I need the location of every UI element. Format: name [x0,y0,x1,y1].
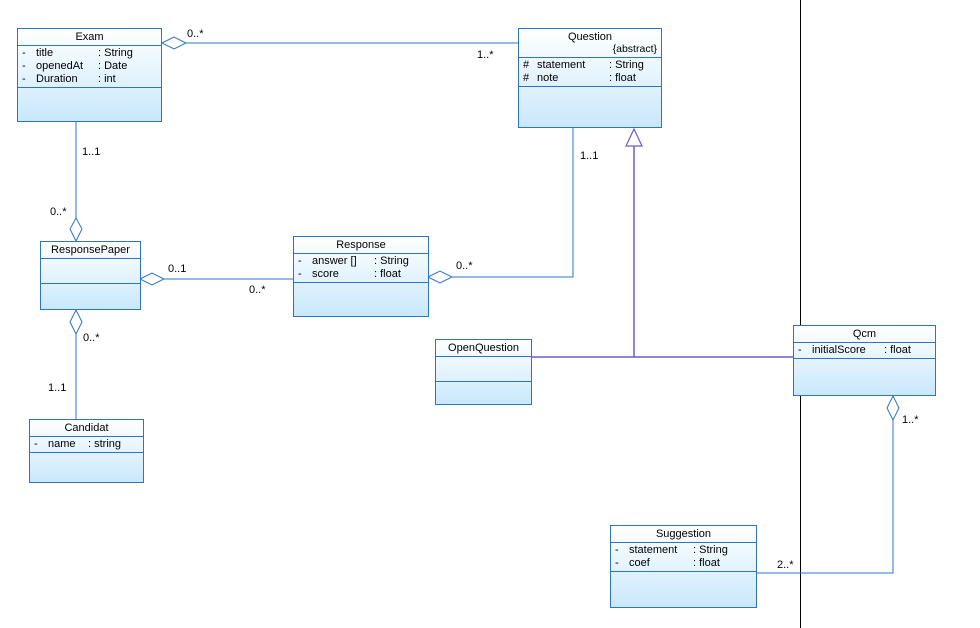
generalization-arrowhead [625,127,643,147]
mult-exam-paper-exam: 1..1 [82,146,101,158]
class-exam-name: Exam [18,29,161,46]
mult-exam-question-exam: 0..* [187,28,204,40]
class-response-attributes: -answer []: String -score: float [294,254,428,283]
class-suggestion[interactable]: Suggestion -statement: String -coef: flo… [610,525,757,608]
class-exam-attributes: -title: String -openedAt: Date -Duration… [18,46,161,88]
class-qcm-name: Qcm [794,326,935,343]
mult-paper-candidat-paper: 0..* [83,332,100,344]
class-candidat-attributes: -name: string [30,437,143,453]
class-responsepaper[interactable]: ResponsePaper [40,241,141,310]
mult-exam-paper-paper: 0..* [50,206,67,218]
class-question-stereotype: {abstract} [612,43,657,55]
aggregation-diamond-paper-top [69,216,83,243]
mult-question-response-response: 0..* [456,260,473,272]
aggregation-diamond-qcm [886,394,900,422]
mult-exam-question-question: 1..* [477,49,494,61]
mult-paper-response-paper: 0..1 [168,263,187,275]
assoc-qcm-suggestion [757,420,894,574]
class-openquestion-name: OpenQuestion [436,340,531,357]
mult-paper-response-response: 0..* [249,284,266,296]
class-suggestion-name: Suggestion [611,526,756,543]
class-question-attributes: #statement: String #note: float [519,58,661,87]
class-responsepaper-name: ResponsePaper [41,242,140,259]
class-exam[interactable]: Exam -title: String -openedAt: Date -Dur… [17,28,162,122]
mult-qcm-suggestion-qcm: 1..* [902,414,919,426]
mult-question-response-question: 1..1 [580,150,599,162]
mult-paper-candidat-candidat: 1..1 [48,382,67,394]
aggregation-diamond-exam [160,36,188,50]
aggregation-diamond-response [426,270,454,284]
class-qcm-attributes: -initialScore: float [794,343,935,359]
mult-qcm-suggestion-suggestion: 2..* [777,559,794,571]
separator-line [800,0,801,628]
class-question[interactable]: Question {abstract} #statement: String #… [518,28,662,128]
class-qcm[interactable]: Qcm -initialScore: float [793,325,936,396]
class-response[interactable]: Response -answer []: String -score: floa… [293,236,429,317]
class-question-header: Question {abstract} [519,29,661,58]
class-openquestion-attributes [436,357,531,382]
class-candidat-name: Candidat [30,420,143,437]
class-responsepaper-attributes [41,259,140,284]
assoc-question-response [452,128,574,278]
class-response-name: Response [294,237,428,254]
class-suggestion-attributes: -statement: String -coef: float [611,543,756,572]
class-question-name: Question [567,31,613,43]
aggregation-diamond-paper-right [138,272,166,286]
class-candidat[interactable]: Candidat -name: string [29,419,144,483]
aggregation-diamond-paper-bottom [69,308,83,336]
class-openquestion[interactable]: OpenQuestion [435,339,532,405]
